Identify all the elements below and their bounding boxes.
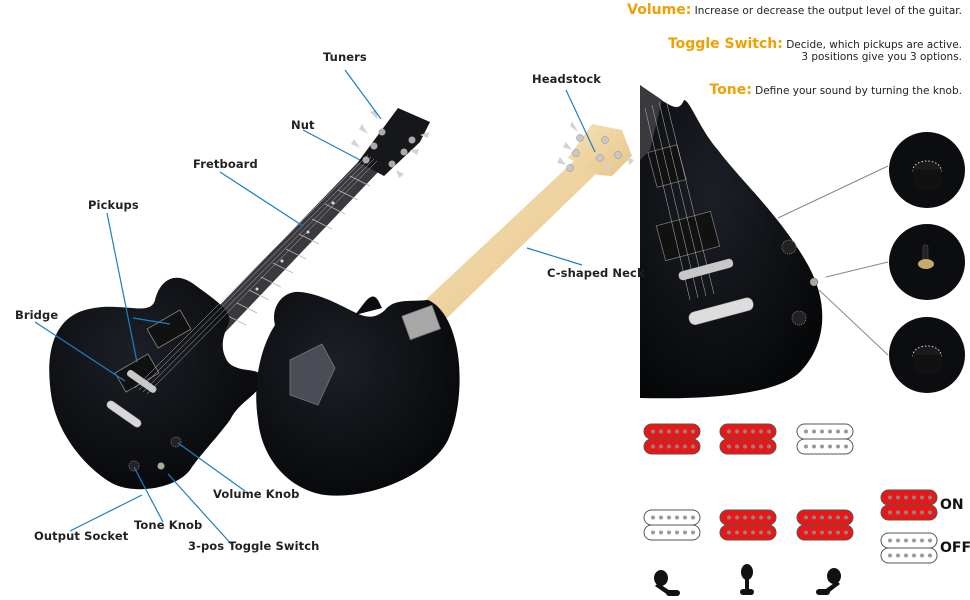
label-c-shaped-neck: C-shaped Neck [547,266,645,280]
label-fretboard: Fretboard [193,157,258,171]
label-output-socket: Output Socket [34,529,129,543]
desc-toggle-text-2: 3 positions give you 3 options. [801,51,962,63]
desc-tone-text: Define your sound by turning the knob. [755,85,962,97]
desc-volume: Volume: Increase or decrease the output … [627,2,962,18]
label-nut: Nut [291,118,315,132]
desc-tone-key: Tone: [709,82,752,98]
leader-lines [34,69,596,547]
desc-volume-text: Increase or decrease the output level of… [694,5,962,17]
desc-volume-key: Volume: [627,2,692,18]
pickup-position-diagram [643,423,938,596]
tone-knob-detail-icon [912,345,942,375]
volume-knob-detail-icon [912,160,942,190]
toggle-up-icon [654,570,680,596]
label-bridge: Bridge [15,308,59,322]
label-toggle-switch: 3-pos Toggle Switch [188,539,320,553]
toggle-middle-icon [740,564,754,595]
desc-toggle-text: Decide, which pickups are active. [786,39,962,51]
legend-off: OFF [940,540,970,556]
label-tuners: Tuners [323,50,367,64]
legend-on: ON [940,497,964,513]
body-closeup [640,85,965,399]
toggle-switch-detail-icon [918,244,934,269]
label-tone-knob: Tone Knob [134,518,203,532]
label-headstock: Headstock [532,72,602,86]
label-pickups: Pickups [88,198,139,212]
desc-toggle-key: Toggle Switch: [667,36,783,52]
toggle-down-icon [816,568,841,595]
desc-toggle-switch: Toggle Switch: Decide, which pickups are… [667,36,962,63]
label-volume-knob: Volume Knob [213,487,300,501]
front-guitar [49,108,430,490]
desc-tone: Tone: Define your sound by turning the k… [709,82,962,98]
back-guitar [256,121,634,496]
